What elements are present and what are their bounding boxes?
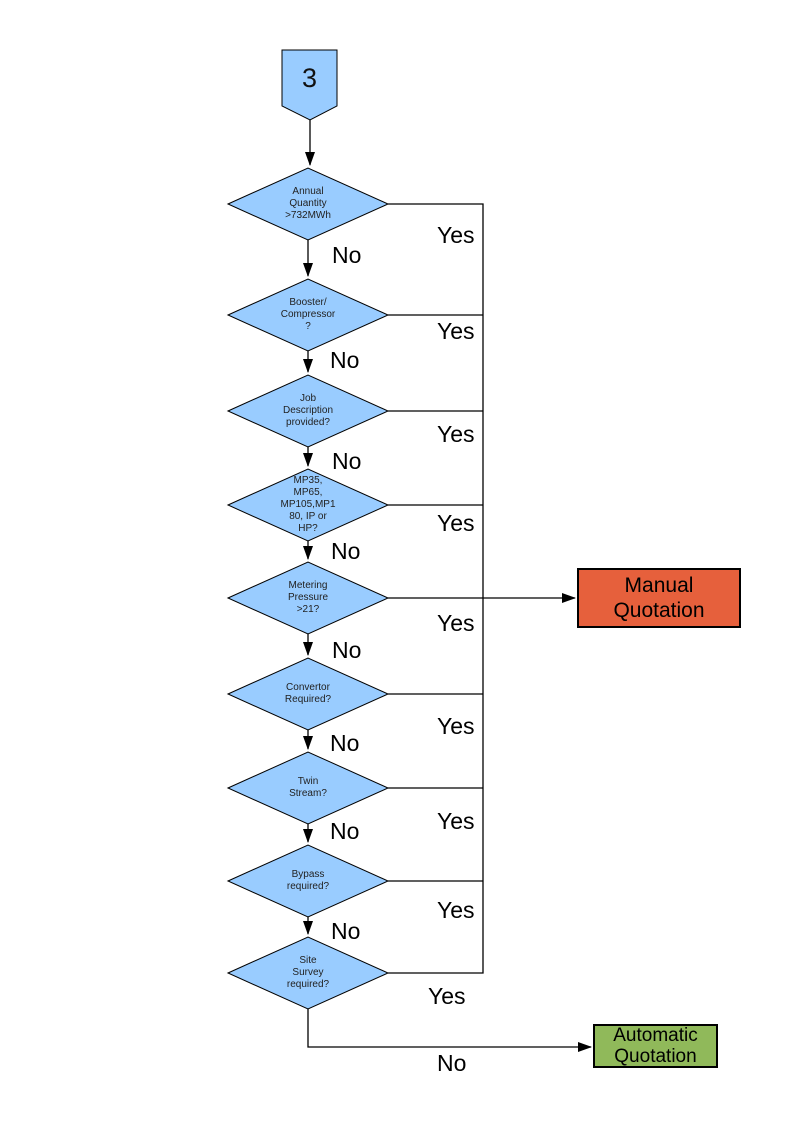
yes-label: Yes	[437, 318, 475, 344]
decision-label-annual-quantity: Annual Quantity >732MWh	[285, 186, 331, 221]
manual-quotation-label: Manual Quotation	[613, 574, 705, 622]
decision-label-twin-stream: Twin Stream?	[289, 776, 327, 799]
arrow-to-automatic-quotation	[307, 1009, 592, 1052]
manual-quotation-box: Manual Quotation	[577, 568, 741, 628]
decision-label-convertor-required: Convertor Required?	[284, 682, 332, 705]
offpage-connector-label: 3	[301, 62, 318, 93]
yes-label: Yes	[437, 897, 475, 923]
no-label: No	[332, 448, 362, 474]
decision-label-bypass-required: Bypass required?	[286, 869, 330, 892]
no-label: No	[330, 818, 360, 844]
decision-diamond-booster-compressor	[226, 278, 390, 352]
decision-label-job-description: Job Description provided?	[282, 393, 334, 428]
no-label: No	[332, 242, 362, 268]
yes-label: Yes	[437, 222, 475, 248]
yes-label: Yes	[437, 421, 475, 447]
yes-label: Yes	[437, 610, 475, 636]
decision-label-metering-pressure: Metering Pressure >21?	[287, 580, 328, 615]
decision-diamond-site-survey	[226, 936, 390, 1010]
decision-diamond-mp-pressure-tier	[226, 468, 390, 542]
offpage-connector-shape	[281, 49, 338, 121]
automatic-quotation-label: Automatic Quotation	[613, 1025, 698, 1067]
yes-label: Yes	[428, 983, 466, 1009]
yes-label: Yes	[437, 808, 475, 834]
automatic-quotation-box: Automatic Quotation	[593, 1024, 718, 1068]
no-label: No	[330, 730, 360, 756]
yes-label: Yes	[437, 713, 475, 739]
decision-label-booster-compressor: Booster/ Compressor ?	[280, 297, 336, 332]
decision-label-site-survey: Site Survey required?	[286, 955, 330, 990]
decision-diamond-annual-quantity	[226, 167, 390, 241]
yes-rail-line	[388, 203, 484, 974]
decision-diamond-metering-pressure	[226, 561, 390, 635]
decision-diamond-convertor-required	[226, 657, 390, 731]
decision-label-mp-pressure-tier: MP35, MP65, MP105,MP1 80, IP or HP?	[280, 475, 336, 534]
no-label: No	[331, 538, 361, 564]
decision-diamond-twin-stream	[226, 751, 390, 825]
no-label: No	[332, 637, 362, 663]
no-label: No	[330, 347, 360, 373]
no-label: No	[331, 918, 361, 944]
no-label: No	[437, 1050, 467, 1076]
decision-diamond-job-description	[226, 374, 390, 448]
yes-label: Yes	[437, 510, 475, 536]
decision-diamond-bypass-required	[226, 844, 390, 918]
